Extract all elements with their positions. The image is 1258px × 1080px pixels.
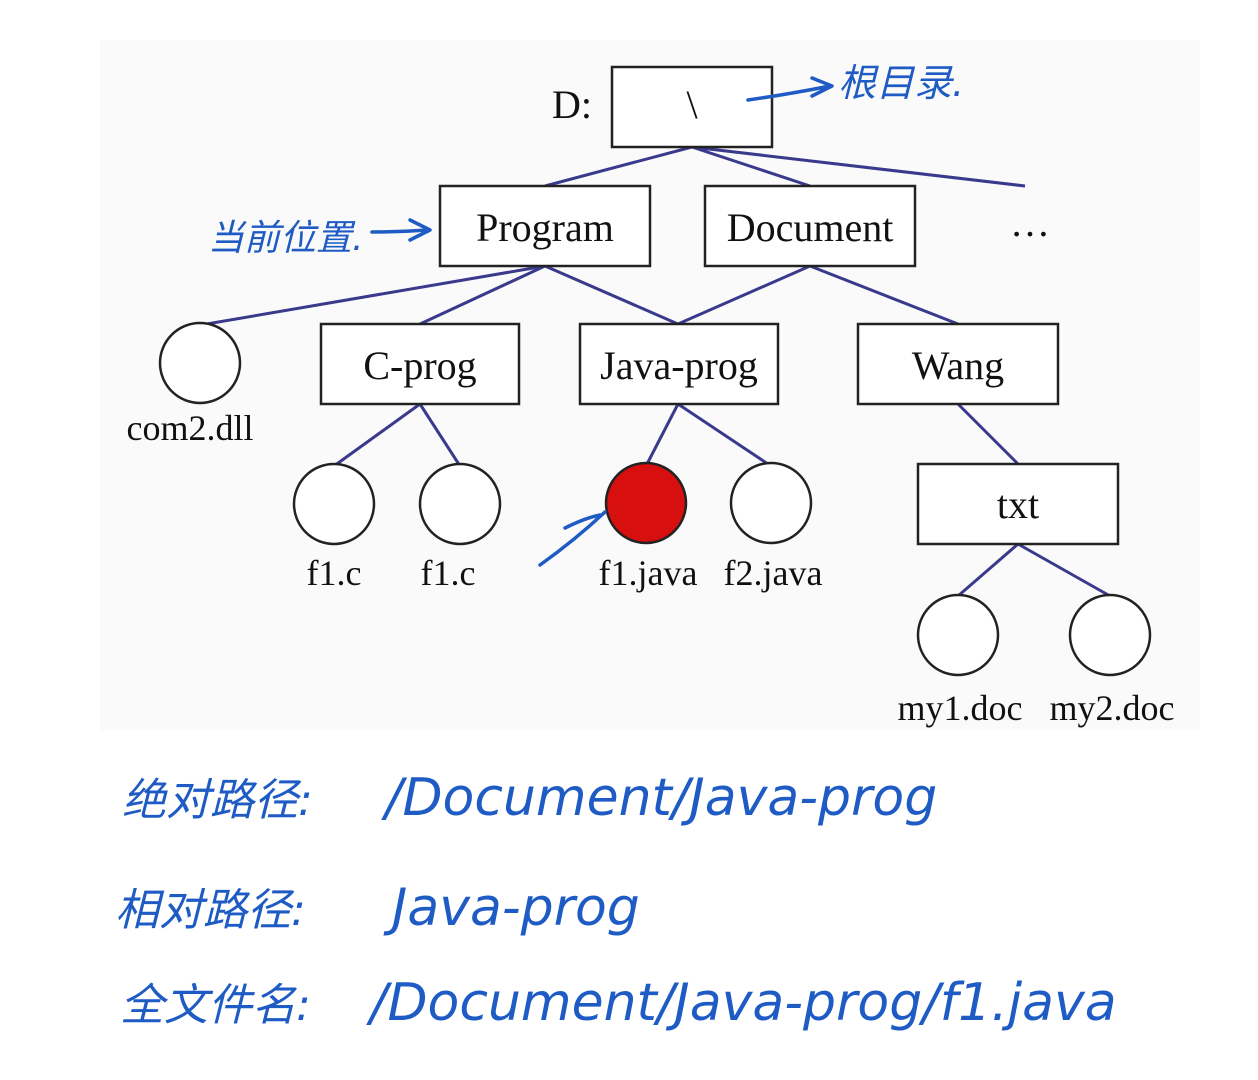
program-dir-label: Program	[476, 205, 614, 250]
my1-file-node	[916, 593, 1000, 677]
root-dir-label: \	[686, 82, 698, 127]
f1c-b-file-node	[418, 462, 502, 546]
com2-file-label: com2.dll	[127, 408, 254, 448]
edge-program-cprog	[419, 264, 546, 326]
my2-file-node	[1068, 593, 1152, 677]
edge-program-com2	[194, 264, 546, 328]
f1c-b-file-label: f1.c	[421, 553, 476, 593]
f1java-current-file-node	[604, 461, 688, 545]
edge-root-document	[691, 145, 811, 188]
javaprog-dir-label: Java-prog	[600, 343, 758, 388]
wang-dir-box	[856, 322, 1060, 406]
edge-txt-my1	[957, 542, 1019, 598]
edge-cprog-f1c-b	[418, 403, 462, 467]
txt-dir-box	[916, 462, 1120, 546]
full-filename-value: /Document/Java-prog/f1.java	[366, 973, 1117, 1033]
current-file-pointer-icon	[538, 510, 607, 567]
cprog-dir-label: C-prog	[363, 343, 476, 388]
relative-path-value: Java-prog	[383, 878, 640, 938]
edge-cprog-f1c-a	[333, 402, 421, 468]
current-position-arrow-icon	[370, 218, 432, 242]
f2java-file-label: f2.java	[724, 553, 823, 593]
program-dir-box	[438, 184, 652, 268]
full-filename-label: 全文件名:	[120, 980, 311, 1031]
edge-root-program	[544, 145, 693, 188]
my2-file-label: my2.doc	[1050, 688, 1175, 728]
more-dirs-ellipsis: …	[1010, 200, 1050, 245]
javaprog-dir-box	[578, 322, 780, 406]
edge-javaprog-f2java	[677, 402, 772, 468]
f2java-file-node	[729, 461, 813, 545]
edge-javaprog-f1java	[644, 403, 680, 467]
com2-file-node	[158, 321, 242, 405]
document-dir-box	[703, 184, 917, 268]
edge-document-javaprog	[677, 264, 811, 326]
root-arrow-icon	[746, 76, 834, 102]
handwritten-arrows	[370, 76, 834, 567]
drive-label: D:	[552, 82, 592, 127]
current-position-note: 当前位置.	[208, 218, 363, 259]
wang-dir-label: Wang	[912, 343, 1004, 388]
edge-root-more	[691, 145, 1026, 188]
root-dir-box	[610, 65, 774, 149]
f1c-a-file-label: f1.c	[307, 553, 362, 593]
edge-program-javaprog	[544, 264, 679, 326]
root-note: 根目录.	[838, 61, 964, 105]
my1-file-label: my1.doc	[898, 688, 1023, 728]
edge-txt-my2	[1017, 542, 1111, 598]
edge-wang-txt	[956, 402, 1020, 466]
document-dir-label: Document	[727, 205, 894, 250]
edge-document-wang	[809, 264, 959, 326]
absolute-path-value: /Document/Java-prog	[381, 768, 937, 828]
f1c-a-file-node	[292, 462, 376, 546]
cprog-dir-box	[319, 322, 521, 406]
relative-path-label: 相对路径:	[115, 885, 306, 936]
txt-dir-label: txt	[997, 482, 1039, 527]
f1java-file-label: f1.java	[599, 553, 698, 593]
tree-edges	[194, 145, 1111, 598]
absolute-path-label: 绝对路径:	[122, 775, 313, 826]
